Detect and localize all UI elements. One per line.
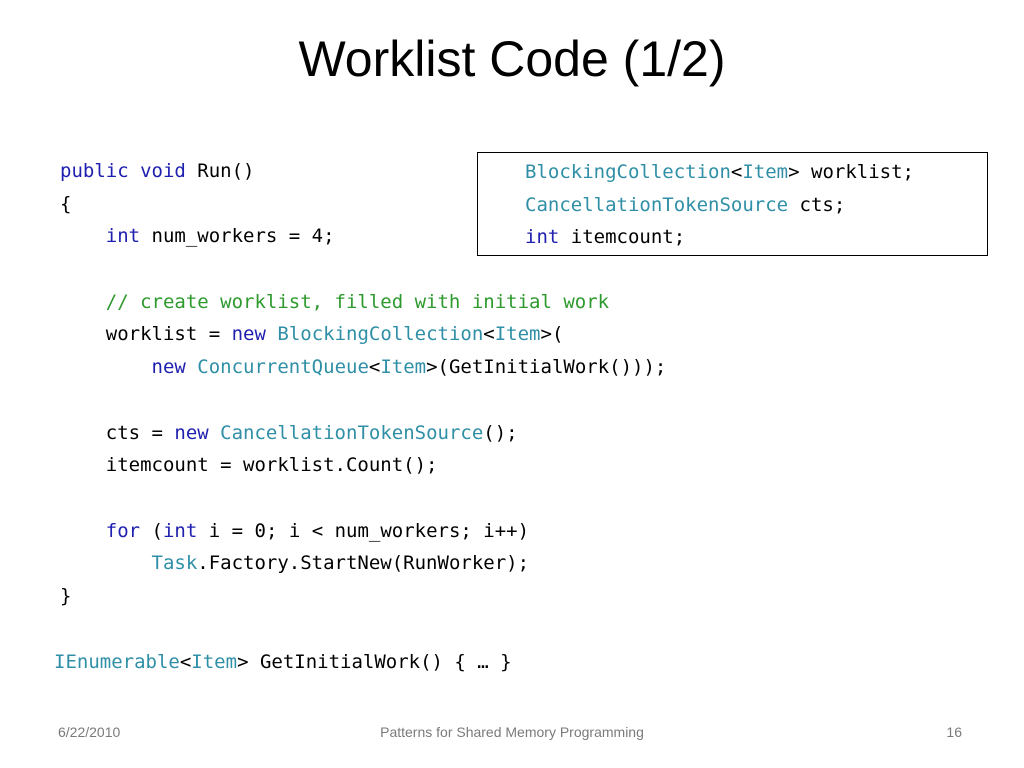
code-line: BlockingCollection<Item> worklist; — [525, 156, 914, 189]
code-token: num_workers = 4; — [140, 225, 335, 248]
code-token: new — [151, 356, 186, 379]
code-token: Item — [742, 161, 789, 183]
code-line: for (int i = 0; i < num_workers; i++) — [60, 515, 666, 548]
code-token: int — [162, 519, 198, 542]
code-token: for — [105, 519, 141, 542]
code-line: cts = new CancellationTokenSource(); — [60, 417, 666, 450]
code-token: .Factory.StartNew(RunWorker); — [197, 552, 530, 575]
code-token — [60, 520, 106, 542]
code-token: itemcount; — [559, 226, 686, 249]
code-token: new — [174, 421, 209, 444]
code-token: > GetInitialWork() { … } — [237, 651, 512, 673]
code-token: int — [525, 226, 560, 249]
code-token — [209, 422, 220, 444]
code-token: >( — [540, 323, 564, 346]
declarations-box: BlockingCollection<Item> worklist;Cancel… — [477, 152, 988, 256]
code-line: CancellationTokenSource cts; — [525, 189, 914, 222]
code-token: // create worklist, filled with initial … — [105, 290, 610, 313]
code-line: } — [60, 580, 666, 613]
code-token: >(GetInitialWork())); — [426, 356, 667, 379]
code-token: Run() — [185, 160, 255, 182]
code-line — [60, 482, 666, 515]
code-token: IEnumerable — [54, 651, 180, 673]
code-line — [60, 253, 666, 286]
footer-title: Patterns for Shared Memory Programming — [380, 724, 644, 740]
code-line — [60, 384, 666, 417]
code-token: i = 0; i < num_workers; i++) — [197, 519, 530, 542]
slide-title: Worklist Code (1/2) — [298, 31, 726, 87]
code-token — [60, 291, 106, 313]
code-token: < — [179, 651, 192, 673]
code-token: { — [60, 192, 72, 215]
code-token — [60, 225, 106, 247]
code-line: IEnumerable<Item> GetInitialWork() { … } — [54, 646, 512, 679]
code-line: public void Run() — [60, 155, 666, 188]
code-token: < — [730, 161, 743, 183]
code-token — [266, 323, 277, 345]
code-line: new ConcurrentQueue<Item>(GetInitialWork… — [60, 351, 667, 384]
code-line: worklist = new BlockingCollection<Item>( — [60, 318, 666, 351]
code-token: CancellationTokenSource — [220, 421, 484, 444]
code-token: } — [60, 584, 72, 607]
run-method-code: public void Run(){ int num_workers = 4; … — [60, 155, 666, 613]
code-token: ( — [140, 519, 163, 542]
page-number: 16 — [946, 724, 962, 740]
code-line: Task.Factory.StartNew(RunWorker); — [60, 547, 666, 580]
code-token: itemcount = worklist.Count(); — [60, 454, 438, 477]
code-token: < — [368, 356, 381, 379]
code-token: CancellationTokenSource — [525, 193, 789, 216]
code-token — [186, 356, 197, 378]
get-initial-work-code: IEnumerable<Item> GetInitialWork() { … } — [54, 646, 512, 679]
code-token: < — [483, 323, 495, 346]
code-line: { — [60, 188, 666, 221]
code-token: Item — [380, 356, 427, 379]
code-token: BlockingCollection — [277, 323, 484, 346]
code-token: cts; — [788, 193, 846, 216]
code-line: int num_workers = 4; — [60, 220, 666, 253]
code-token: ConcurrentQueue — [197, 356, 369, 379]
code-token: cts = — [60, 421, 175, 444]
code-token: BlockingCollection — [525, 161, 731, 183]
footer-date: 6/22/2010 — [58, 724, 121, 740]
code-token: public — [60, 160, 129, 182]
code-line: // create worklist, filled with initial … — [60, 286, 666, 319]
code-token: Item — [191, 651, 238, 673]
code-token: int — [105, 225, 141, 248]
code-token — [60, 552, 152, 574]
code-token: Task — [151, 552, 198, 575]
code-token — [60, 356, 152, 378]
code-token — [129, 160, 140, 182]
declarations-code: BlockingCollection<Item> worklist;Cancel… — [525, 156, 914, 254]
code-token: (); — [483, 421, 518, 444]
code-line: int itemcount; — [525, 221, 914, 254]
code-token: Item — [494, 323, 541, 346]
code-token: worklist = — [60, 323, 232, 346]
code-line: itemcount = worklist.Count(); — [60, 449, 666, 482]
code-token: > worklist; — [788, 161, 914, 183]
code-token: void — [140, 160, 186, 182]
code-token: new — [231, 323, 266, 346]
